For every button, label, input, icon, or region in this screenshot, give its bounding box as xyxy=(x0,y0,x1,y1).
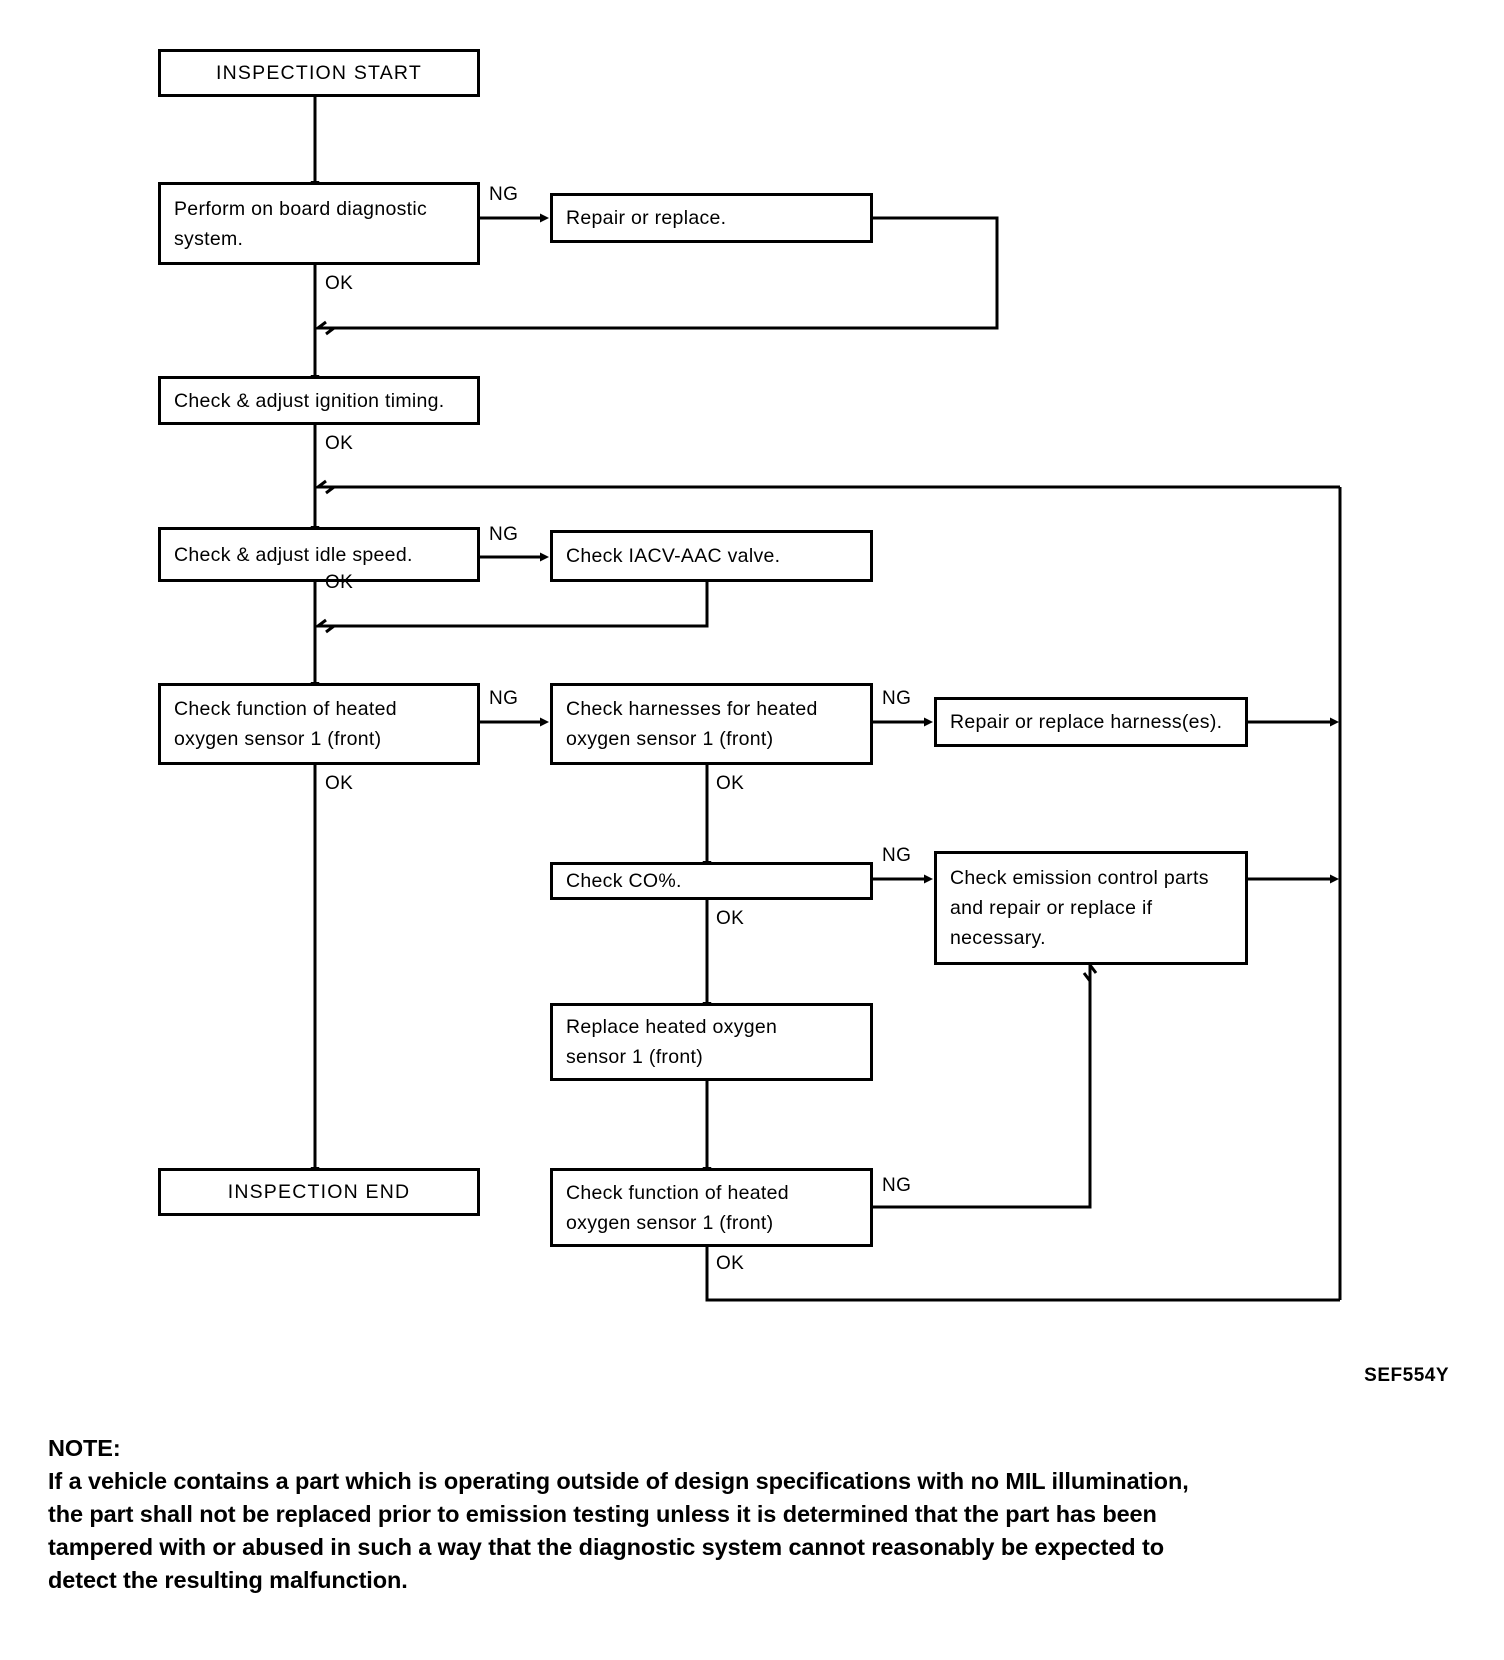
note-heading: NOTE: xyxy=(48,1435,121,1461)
node-check-function-ho2s1-2: Check function of heated oxygen sensor 1… xyxy=(550,1168,873,1247)
edge-label-ng-harnesses: NG xyxy=(882,688,912,709)
node-repair-or-replace: Repair or replace. xyxy=(550,193,873,243)
node-label: Perform on board diagnostic system. xyxy=(174,197,428,250)
edge-label-ok-obd: OK xyxy=(325,273,354,294)
edge-label-ok-co: OK xyxy=(716,908,745,929)
note-body: If a vehicle contains a part which is op… xyxy=(48,1468,1189,1593)
node-inspection-start: INSPECTION START xyxy=(158,49,480,97)
node-label: Replace heated oxygen sensor 1 (front) xyxy=(566,1016,778,1068)
flowchart-connectors xyxy=(310,97,1342,1302)
node-label: Check function of heated oxygen sensor 1… xyxy=(174,698,397,750)
node-check-iacv-aac-valve: Check IACV-AAC valve. xyxy=(550,530,873,582)
node-check-idle-speed: Check & adjust idle speed. xyxy=(158,527,480,582)
node-label: Check IACV-AAC valve. xyxy=(566,545,781,567)
edge-label-ng-idle: NG xyxy=(489,524,519,545)
figure-code: SEF554Y xyxy=(1364,1365,1449,1386)
edge-label-ng-function-ho2s1: NG xyxy=(489,688,519,709)
edge-check2-ok xyxy=(705,1247,1340,1302)
node-label: INSPECTION END xyxy=(227,1181,411,1203)
node-label: Check & adjust idle speed. xyxy=(174,543,413,566)
edge-rail-return-top-head xyxy=(313,479,335,495)
node-label: Check function of heated oxygen sensor 1… xyxy=(566,1181,789,1234)
node-label: Check & adjust ignition timing. xyxy=(174,389,445,412)
edge-label-ng-function-ho2s1-2: NG xyxy=(882,1175,912,1196)
node-inspection-end: INSPECTION END xyxy=(158,1168,480,1216)
edge-label-ok-ignition: OK xyxy=(325,433,354,454)
node-perform-obd: Perform on board diagnostic system. xyxy=(158,182,480,265)
edge-repair-return-head xyxy=(313,320,335,336)
edge-iacv-return-head xyxy=(313,618,335,634)
node-check-ignition-timing: Check & adjust ignition timing. xyxy=(158,376,480,425)
node-replace-ho2s1: Replace heated oxygen sensor 1 (front) xyxy=(550,1003,873,1081)
edge-check2-ng-head xyxy=(1082,964,1098,986)
edge-label-ng-co: NG xyxy=(882,845,912,866)
node-check-emission-control-parts: Check emission control parts and repair … xyxy=(934,851,1248,965)
node-label: Repair or replace harness(es). xyxy=(950,711,1223,733)
node-label: Check CO%. xyxy=(566,870,682,892)
node-check-function-ho2s1: Check function of heated oxygen sensor 1… xyxy=(158,683,480,765)
edge-label-ok-function-ho2s1: OK xyxy=(325,773,354,794)
edge-label-ok-idle: OK xyxy=(325,572,354,593)
edge-label-ng-obd: NG xyxy=(489,184,519,205)
node-check-co: Check CO%. xyxy=(550,862,873,900)
node-label: INSPECTION START xyxy=(216,62,422,84)
note-block: NOTE: If a vehicle contains a part which… xyxy=(48,1432,1468,1597)
edge-check2-ng xyxy=(873,973,1092,1209)
edge-repair-return xyxy=(326,216,999,330)
edge-iacv-return xyxy=(326,582,709,628)
node-label: Check emission control parts and repair … xyxy=(950,867,1209,949)
node-check-harnesses-ho2s1: Check harnesses for heated oxygen sensor… xyxy=(550,683,873,765)
node-label: Check harnesses for heated oxygen sensor… xyxy=(566,698,818,750)
edge-label-ok-function-ho2s1-2: OK xyxy=(716,1253,745,1274)
node-repair-replace-harness: Repair or replace harness(es). xyxy=(934,697,1248,747)
edge-label-ok-harnesses: OK xyxy=(716,773,745,794)
node-label: Repair or replace. xyxy=(566,207,727,229)
